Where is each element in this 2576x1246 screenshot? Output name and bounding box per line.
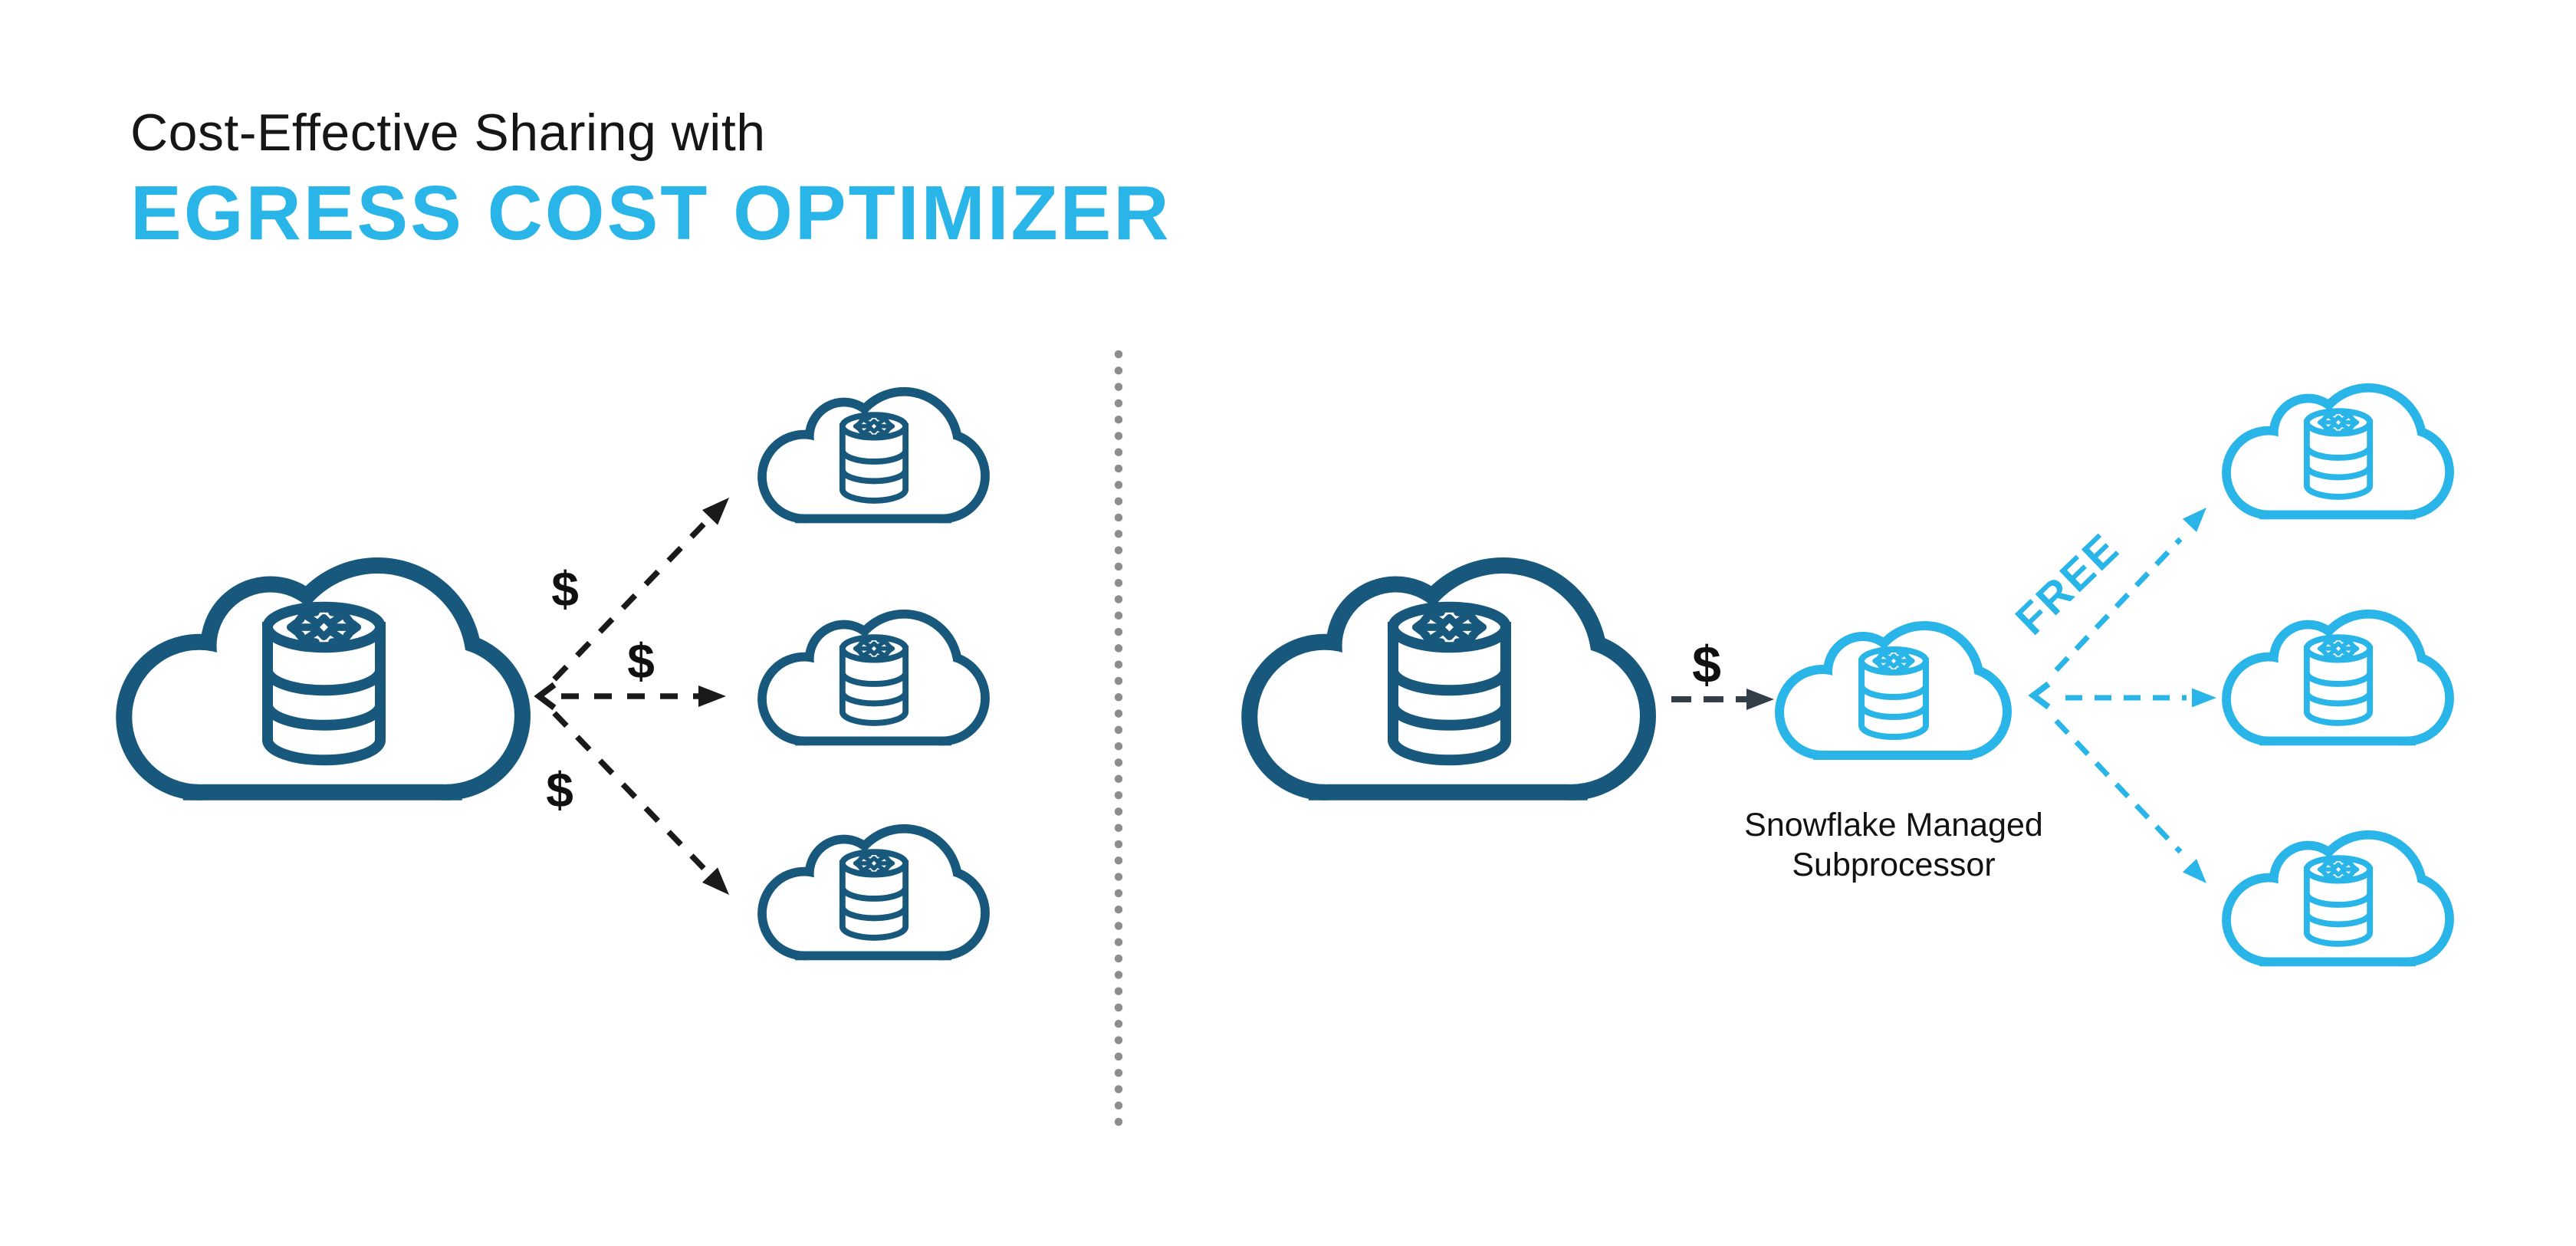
arrowhead-icon <box>2182 508 2206 532</box>
consumer-cloud-icon <box>2231 619 2445 737</box>
before-panel: $ $ $ <box>132 396 981 952</box>
subprocessor-cloud-icon <box>1784 630 2003 751</box>
egress-cost-label: $ <box>551 561 579 616</box>
dashed-arrow-icon <box>552 711 715 880</box>
consumer-cloud-icon <box>767 396 981 515</box>
dashed-arrow-icon <box>552 512 715 682</box>
dashed-arrow-icon <box>2054 718 2183 854</box>
free-share-arrows <box>2028 508 2216 883</box>
arrowhead-icon <box>698 685 726 707</box>
consumer-cloud-icon <box>767 833 981 952</box>
egress-cost-label: $ <box>627 633 655 689</box>
subprocessor-caption: Subprocessor <box>1792 847 1995 883</box>
paid-egress-arrow <box>1671 689 1774 710</box>
after-panel: $ Snowflake Managed Subprocessor FREE <box>1257 393 2445 958</box>
provider-cloud-icon <box>1257 574 1640 784</box>
provider-cloud-icon <box>132 574 514 784</box>
arrow-left-chevron-icon <box>534 682 557 711</box>
arrowhead-icon <box>2182 859 2206 883</box>
consumer-cloud-icon <box>2231 393 2445 511</box>
arrowhead-icon <box>702 498 729 525</box>
title-block: Cost-Effective Sharing with EGRESS COST … <box>130 104 1171 256</box>
dashed-arrow-icon <box>2054 537 2183 672</box>
consumer-cloud-icon <box>767 619 981 737</box>
egress-arrows <box>534 498 729 895</box>
arrowhead-icon <box>2192 688 2216 708</box>
arrow-left-chevron-icon <box>2028 681 2051 710</box>
arrowhead-icon <box>702 867 729 895</box>
free-label: FREE <box>2006 523 2129 643</box>
arrowhead-icon <box>1746 689 1774 710</box>
subprocessor-caption: Snowflake Managed <box>1744 807 2043 843</box>
page-headline: EGRESS COST OPTIMIZER <box>130 170 1171 256</box>
page-title: Cost-Effective Sharing with <box>130 104 766 162</box>
egress-cost-label: $ <box>1692 636 1721 694</box>
consumer-cloud-icon <box>2231 840 2445 958</box>
egress-cost-label: $ <box>546 762 573 817</box>
